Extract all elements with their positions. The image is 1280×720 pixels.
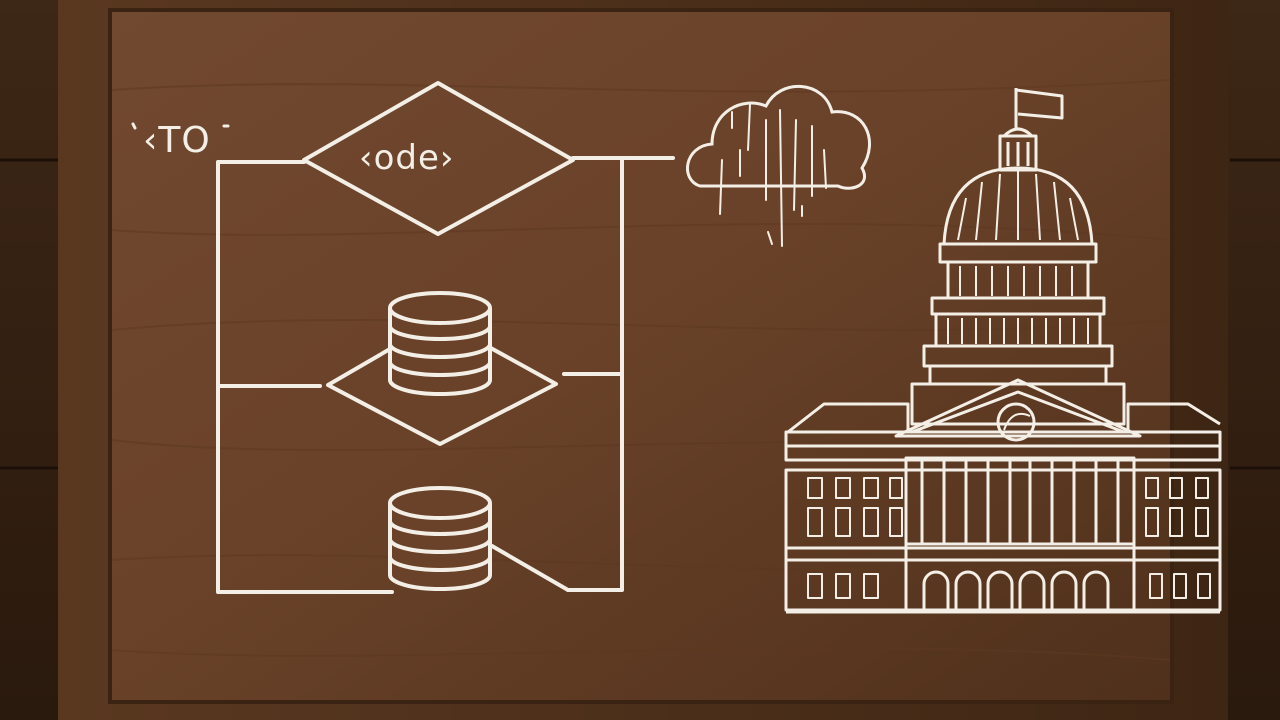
database-icon [388,291,492,396]
capitol-building-icon [784,88,1222,614]
connector-lower-db [490,544,570,592]
connector-right-vertical [566,156,624,592]
decision-label: ‹ode› [359,138,455,178]
corner-label: ‹TO [143,120,211,161]
board-panel-edge [108,8,1174,704]
database-icon [388,486,492,591]
cloud-icon [686,84,872,247]
connector-left-vertical [216,160,394,594]
corner-tick-marks [131,122,230,130]
flag-icon [1014,88,1064,130]
board-panel [110,10,1172,702]
